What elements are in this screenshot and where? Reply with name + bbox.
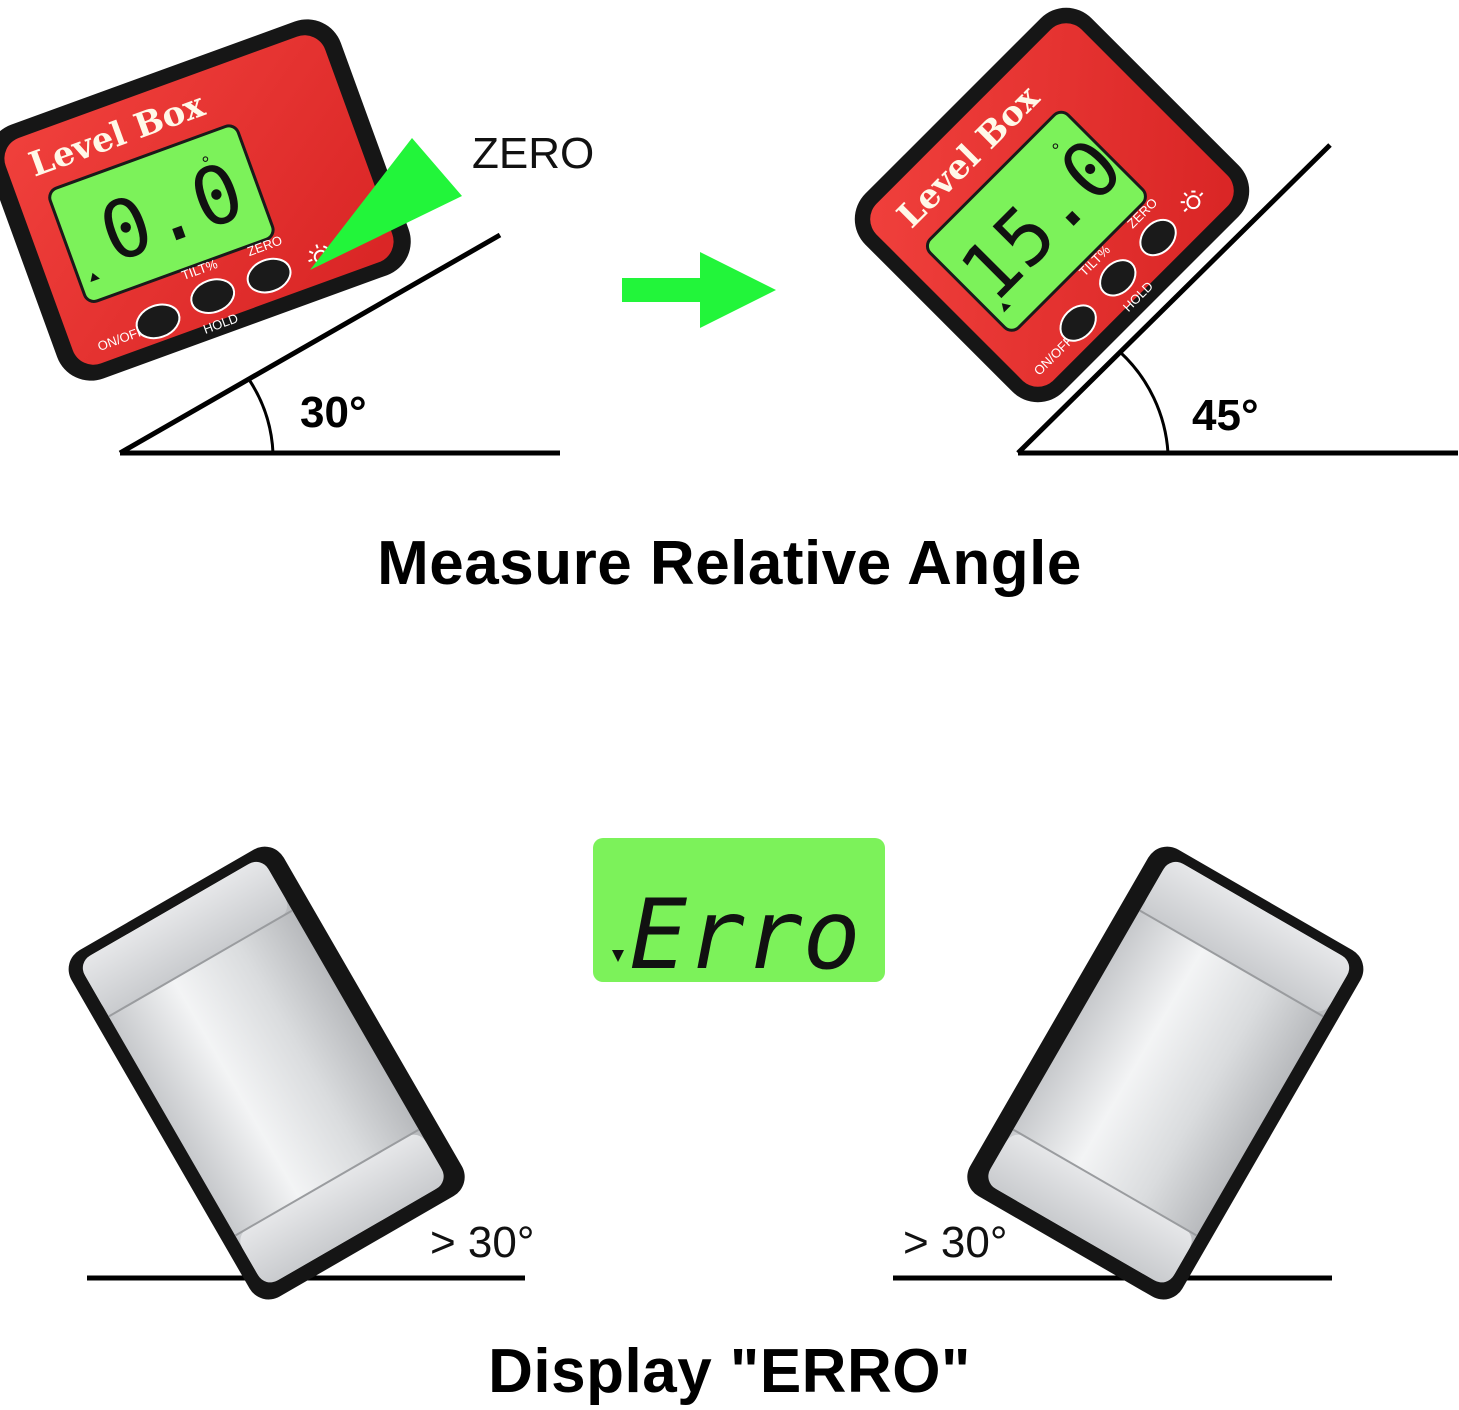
lcd-arrow-icon <box>90 272 100 283</box>
tilt-hold-button[interactable] <box>1093 253 1142 302</box>
left-incline <box>118 232 502 456</box>
right-incline <box>1016 143 1332 455</box>
error-text: Erro <box>629 879 860 991</box>
pointer-icon <box>310 138 462 270</box>
tilt-hold-button[interactable] <box>187 274 239 319</box>
left-angle-label: 30° <box>300 388 367 437</box>
left-slope-diagram: 30° <box>118 232 560 456</box>
right-tilt-label: > 30° <box>903 1218 1007 1267</box>
left-tilt-label: > 30° <box>430 1218 534 1267</box>
zero-button[interactable] <box>1133 213 1182 262</box>
on-off-button[interactable] <box>1053 298 1102 347</box>
error-lcd: Erro <box>593 838 885 991</box>
arrow-right-icon <box>622 252 776 328</box>
left-angle-arc <box>248 380 275 454</box>
lcd-screen <box>925 110 1147 332</box>
left-level-box: Level Box 0.0 ° ON/OFF TILT% HOLD ZERO <box>0 19 411 381</box>
zero-button[interactable] <box>243 253 295 298</box>
right-angle-arc <box>1118 350 1170 454</box>
caption-display-erro: Display "ERRO" <box>488 1337 971 1406</box>
right-angle-label: 45° <box>1192 391 1259 440</box>
on-off-button[interactable] <box>132 299 184 344</box>
caption-measure-relative-angle: Measure Relative Angle <box>377 529 1082 598</box>
lcd-arrow-icon <box>612 950 624 962</box>
lcd-screen <box>48 124 275 303</box>
right-slope-diagram: 45° <box>1016 143 1458 456</box>
lcd-arrow-icon <box>1001 303 1011 313</box>
left-silver-level-box <box>68 846 465 1300</box>
backlight-icon <box>1180 190 1204 213</box>
zero-callout-label: ZERO <box>472 129 594 178</box>
right-level-box: Level Box 15.0 ° ON/OFF TILT% HOLD ZERO <box>854 7 1250 403</box>
right-silver-level-box <box>967 846 1364 1300</box>
